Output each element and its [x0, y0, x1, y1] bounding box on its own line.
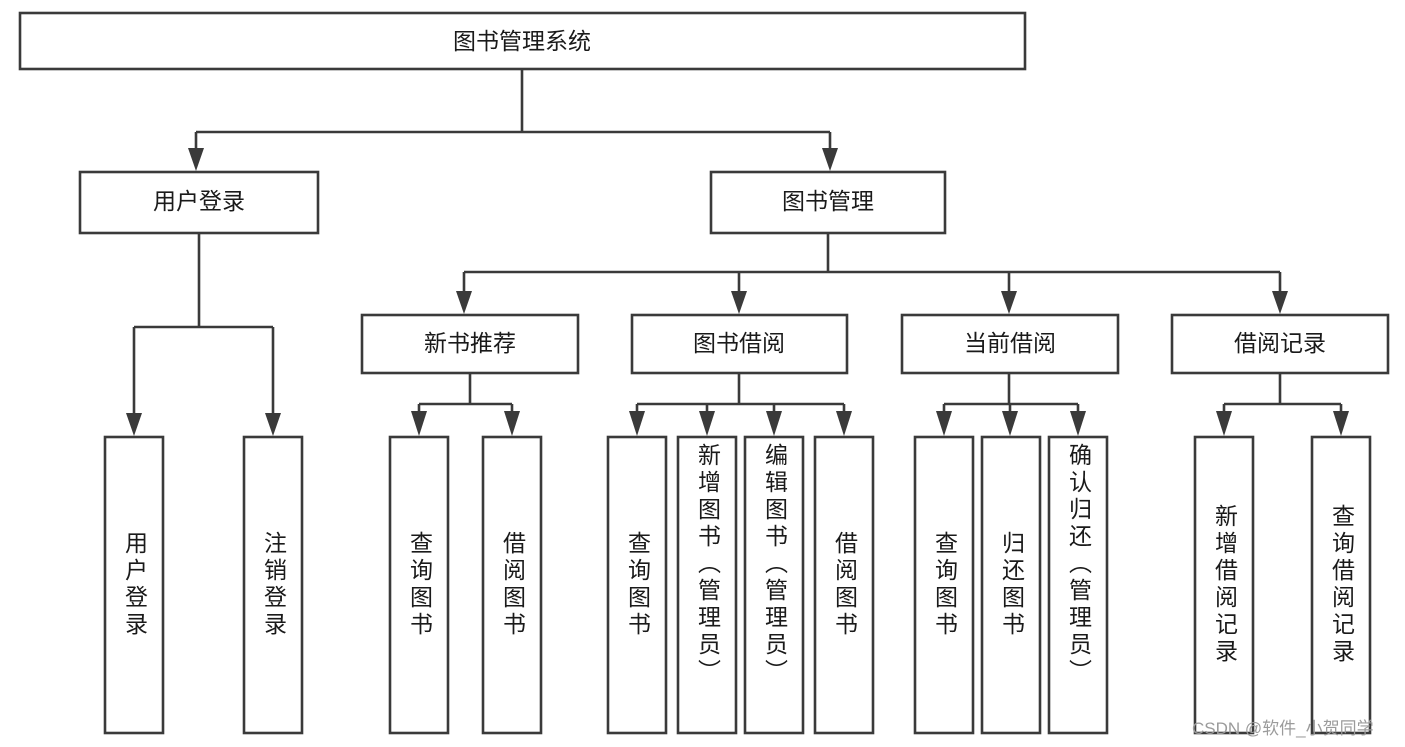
- leaf-box-user-login-2[interactable]: [242, 435, 304, 735]
- connector-borrowrecord-to-leaves: [1216, 373, 1349, 436]
- node-borrow-record[interactable]: 借阅记录: [1170, 313, 1390, 375]
- leaf-box-book-borrow-4[interactable]: [813, 435, 875, 735]
- arrow-head-icon: [1002, 411, 1018, 436]
- leaf-box-current-borrow-3[interactable]: [1047, 435, 1109, 735]
- connector-newbook-to-leaves: [411, 373, 520, 436]
- arrow-head-icon: [699, 411, 715, 436]
- arrow-head-icon: [265, 413, 281, 436]
- leaf-box-current-borrow-2[interactable]: [980, 435, 1042, 735]
- connector-root-to-level2: [188, 69, 838, 171]
- arrow-head-icon: [188, 148, 204, 171]
- node-box-borrow-record: [1170, 313, 1390, 375]
- leaf-box-book-borrow-1[interactable]: [606, 435, 668, 735]
- node-box-root: [18, 11, 1027, 71]
- node-label-borrow-record: 借阅记录: [1234, 330, 1326, 356]
- arrow-head-icon: [1216, 411, 1232, 436]
- leaf-box-current-borrow-1[interactable]: [913, 435, 975, 735]
- node-label-root: 图书管理系统: [453, 28, 591, 54]
- node-current-borrow[interactable]: 当前借阅: [900, 313, 1120, 375]
- connector-userlogin-to-leaves: [126, 233, 281, 436]
- arrow-head-icon: [126, 413, 142, 436]
- node-box-current-borrow: [900, 313, 1120, 375]
- node-user-login[interactable]: 用户登录: [78, 170, 320, 235]
- watermark-label: CSDN @软件_小贺同学: [1192, 719, 1374, 738]
- node-book-borrow[interactable]: 图书借阅: [630, 313, 849, 375]
- node-box-new-book-recommend: [360, 313, 580, 375]
- connector-currentborrow-to-leaves: [936, 373, 1086, 436]
- arrow-head-icon: [1070, 411, 1086, 436]
- arrow-head-icon: [822, 148, 838, 171]
- connector-bookmgmt-to-level3: [456, 233, 1288, 314]
- leaf-box-book-borrow-3[interactable]: [743, 435, 805, 735]
- leaf-box-user-login-1[interactable]: [103, 435, 165, 735]
- arrow-head-icon: [1272, 291, 1288, 314]
- arrow-head-icon: [1001, 291, 1017, 314]
- leaf-boxes-group: [103, 435, 1372, 735]
- arrow-head-icon: [766, 411, 782, 436]
- node-label-user-login: 用户登录: [153, 188, 245, 214]
- node-label-new-book-recommend: 新书推荐: [424, 330, 516, 356]
- node-label-book-management: 图书管理: [782, 188, 874, 214]
- node-box-user-login: [78, 170, 320, 235]
- leaf-box-new-book-2[interactable]: [481, 435, 543, 735]
- node-label-current-borrow: 当前借阅: [964, 330, 1056, 356]
- arrow-head-icon: [456, 291, 472, 314]
- node-new-book-recommend[interactable]: 新书推荐: [360, 313, 580, 375]
- node-book-management[interactable]: 图书管理: [709, 170, 947, 235]
- arrow-head-icon: [836, 411, 852, 436]
- connector-bookborrow-to-leaves: [629, 373, 852, 436]
- arrow-head-icon: [504, 411, 520, 436]
- arrow-head-icon: [936, 411, 952, 436]
- node-root-system[interactable]: 图书管理系统: [18, 11, 1027, 71]
- leaf-box-borrow-record-2[interactable]: [1310, 435, 1372, 735]
- arrow-head-icon: [411, 411, 427, 436]
- node-box-book-management: [709, 170, 947, 235]
- arrow-head-icon: [731, 291, 747, 314]
- arrow-head-icon: [629, 411, 645, 436]
- arrow-head-icon: [1333, 411, 1349, 436]
- node-label-book-borrow: 图书借阅: [693, 330, 785, 356]
- leaf-box-book-borrow-2[interactable]: [676, 435, 738, 735]
- node-box-book-borrow: [630, 313, 849, 375]
- leaf-box-new-book-1[interactable]: [388, 435, 450, 735]
- leaf-box-borrow-record-1[interactable]: [1193, 435, 1255, 735]
